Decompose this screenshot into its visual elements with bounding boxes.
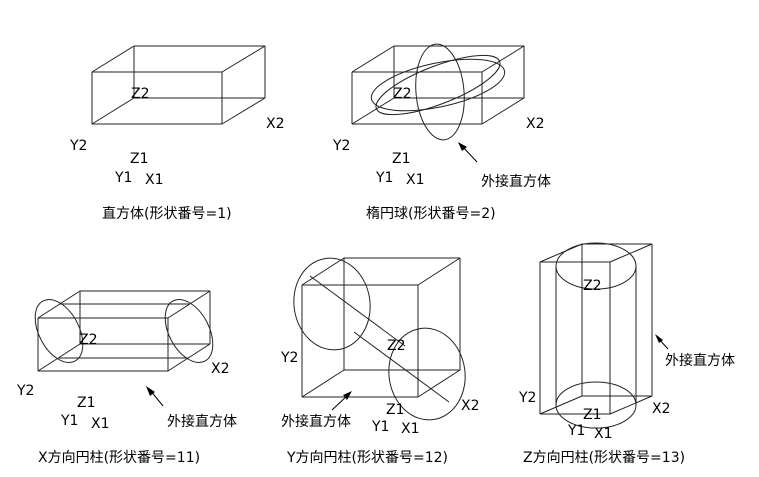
label-y2: Y2 [69,138,87,154]
label-x1: X1 [91,416,110,432]
panel-z-cylinder: Z2 X2 Y2 Z1 Y1 X1 外接直方体 Z方向円柱(形状番号=13) [518,242,735,466]
label-y1: Y1 [375,170,393,186]
label-x1: X1 [594,426,613,442]
label-y1: Y1 [371,419,389,435]
bounding-box-arrow [458,142,478,163]
label-y1: Y1 [114,170,132,186]
x-cylinder-shape [34,299,214,363]
bounding-box-label: 外接直方体 [167,413,237,430]
bounding-box-label: 外接直方体 [281,413,351,430]
label-x1: X1 [145,172,164,188]
label-y1: Y1 [60,413,78,429]
x-cylinder-bounding-box [37,290,211,372]
bounding-box-arrow [331,391,352,411]
label-y2: Y2 [332,138,350,154]
label-x2: X2 [461,398,480,414]
z-cylinder-shape [555,242,637,429]
bounding-box-arrow [146,386,164,407]
label-z2: Z2 [131,86,150,102]
label-x2: X2 [526,116,545,132]
label-z1: Z1 [392,151,411,167]
label-z2: Z2 [583,278,602,294]
panel-x-cylinder: Z2 X2 Y2 Z1 Y1 X1 外接直方体 X方向円柱(形状番号=11) [16,290,237,466]
caption-y-cylinder: Y方向円柱(形状番号=12) [286,450,448,466]
label-x2: X2 [652,401,671,417]
label-x1: X1 [401,421,420,437]
bounding-box-label: 外接直方体 [481,173,551,190]
caption-box: 直方体(形状番号=1) [102,205,232,222]
label-x2: X2 [266,116,285,132]
label-y2: Y2 [518,390,536,406]
y-cylinder-shape [293,257,466,421]
ellipsoid-bounding-box [351,45,525,125]
label-z2: Z2 [387,338,406,354]
bounding-box-arrow [655,334,669,350]
label-y1: Y1 [567,423,585,439]
panel-ellipsoid: Z2 X2 Y2 Z1 Y1 X1 外接直方体 楕円球(形状番号=2) [332,43,551,222]
panel-y-cylinder: Z2 X2 Y2 Z1 Y1 X1 外接直方体 Y方向円柱(形状番号=12) [280,257,480,466]
label-y2: Y2 [16,383,34,399]
caption-z-cylinder: Z方向円柱(形状番号=13) [523,450,685,466]
label-x1: X1 [406,172,425,188]
label-x2: X2 [211,361,230,377]
label-z2: Z2 [393,86,412,102]
label-z2: Z2 [79,332,98,348]
label-z1: Z1 [130,151,149,167]
y-cylinder-bounding-box [301,257,461,398]
label-z1: Z1 [386,402,405,418]
label-z1: Z1 [583,407,602,423]
label-z1: Z1 [77,395,96,411]
box-wireframe [91,45,266,125]
panel-box: Z2 X2 Y2 Z1 Y1 X1 直方体(形状番号=1) [69,45,285,222]
caption-x-cylinder: X方向円柱(形状番号=11) [38,450,200,466]
ellipsoid-shape [370,43,506,141]
bounding-box-label: 外接直方体 [665,352,735,369]
label-y2: Y2 [280,350,298,366]
caption-ellipsoid: 楕円球(形状番号=2) [366,205,496,222]
